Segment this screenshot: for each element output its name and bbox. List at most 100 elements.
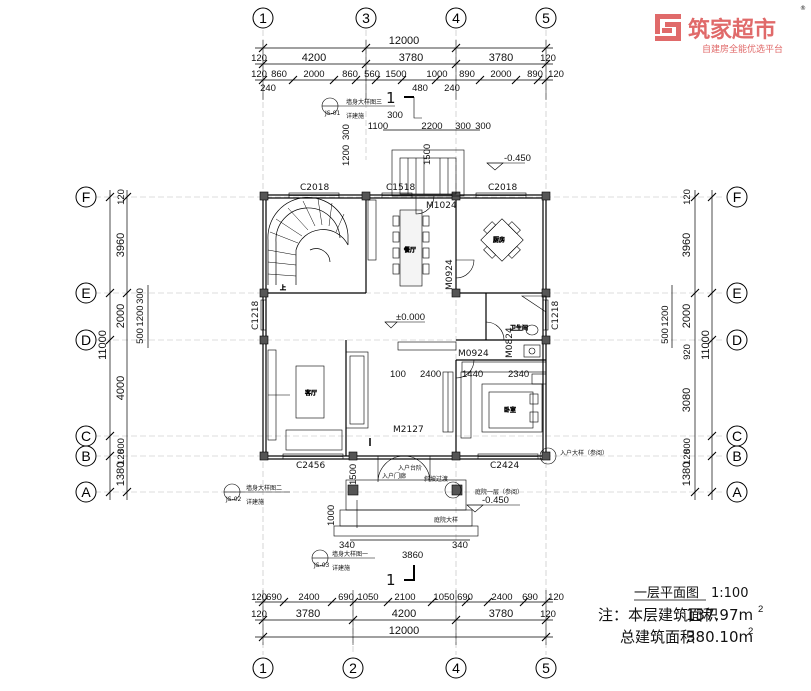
label-window-c2424: C2424 <box>490 461 519 471</box>
label-door-m0924-b: M0924 <box>458 349 489 359</box>
dim-top-l2-7: 890 <box>459 69 475 80</box>
dim-bot-l1-0: 120 <box>251 592 267 603</box>
area-value: 137.97m <box>686 606 753 624</box>
axis-row-left-A: A <box>81 484 91 500</box>
dim-left-part-3: 1380 <box>115 462 127 486</box>
stair-up-label: 上 <box>280 284 286 292</box>
dim-bot-total: 12000 <box>389 625 420 637</box>
section-mark-bottom: 1 <box>386 571 396 589</box>
dim-top-l2-3: 860 <box>342 69 358 80</box>
dim-right-small-1: 1200 <box>660 305 671 326</box>
dim-bot-l1-9: 690 <box>522 592 538 603</box>
elevation-markers <box>384 162 525 513</box>
dim-porch-3: 1500 <box>348 464 359 485</box>
dim-bot-l1-7: 690 <box>457 592 473 603</box>
living-room-furniture: 客厅 <box>267 349 369 451</box>
dim-bot-l1-2: 2400 <box>298 592 319 603</box>
axis-labels: 1 3 4 5 1 2 4 5 F E D C B A F E D C B A <box>81 10 742 676</box>
dim-right-part-4: 1380 <box>681 462 693 486</box>
dim-right-part-2: 920 <box>682 344 693 360</box>
dim-bot-l1-6: 1050 <box>433 592 454 603</box>
dim-north-0: 1200 <box>341 145 352 166</box>
section-marks <box>404 96 415 581</box>
dim-bot-l1-10: 120 <box>548 592 564 603</box>
dim-top-l2-10: 120 <box>548 69 564 80</box>
note-detail-1: 墙身大样图一 <box>332 550 368 558</box>
axis-row-left-B: B <box>81 448 90 464</box>
dim-left-part-2: 4000 <box>115 376 127 400</box>
note-detail-3: 墙身大样图三 <box>346 98 382 106</box>
dim-bot-edge-0: 120 <box>251 609 267 620</box>
label-door-m0924-a: M0924 <box>445 259 455 290</box>
dimension-extension-lines <box>262 40 547 645</box>
label-window-c2456: C2456 <box>296 461 325 471</box>
note-detail-2-ref: 详建施 <box>246 498 264 506</box>
dim-porch-0: 3860 <box>402 550 423 561</box>
dim-right-part-1: 2000 <box>681 304 693 328</box>
dim-left-small-5: 120 <box>116 449 127 465</box>
axis-row-right-D: D <box>732 332 742 348</box>
entry-text-yard-ref: 庭院一层（参阅） <box>475 488 523 496</box>
dim-stair-3: 300 <box>455 121 471 132</box>
note-detail-1-code: JS-03 <box>313 562 330 569</box>
room-tag-bedroom: 卧室 <box>504 406 516 414</box>
plan-scale: 1:100 <box>711 586 748 601</box>
note-detail-3-ref: 详建施 <box>346 112 364 120</box>
dim-bot-l2-b: 4200 <box>392 608 416 620</box>
dim-top-l1-b: 3780 <box>399 52 423 64</box>
note-detail-2-code: JS-02 <box>225 496 242 503</box>
dim-top-l2-8: 2000 <box>490 69 511 80</box>
label-window-c1518: C1518 <box>386 183 415 193</box>
logo: 筑家超市 自建房全能优选平台 ® <box>655 5 806 55</box>
total-area-sup: 2 <box>748 626 753 637</box>
porch <box>333 447 557 537</box>
dim-porch-1: 340 <box>339 540 355 551</box>
dim-left-small-2: 1200 <box>135 305 146 326</box>
note-detail-3-code: JS-01 <box>324 110 341 117</box>
dim-right-small-0: 120 <box>682 189 693 205</box>
detail-callouts <box>223 97 395 567</box>
dim-top-edge-0: 120 <box>251 53 267 64</box>
label-window-c2018-left: C2018 <box>300 183 329 193</box>
axis-col-bottom-5: 5 <box>542 660 550 676</box>
dim-right-part-0: 3960 <box>681 233 693 257</box>
area-sup: 2 <box>758 604 763 615</box>
dim-left-small-3: 500 <box>135 328 146 344</box>
dim-right-part-3: 3080 <box>681 388 693 412</box>
elevation-porch: -0.450 <box>482 495 509 506</box>
logo-mark-icon <box>655 14 681 41</box>
axis-col-bottom-1: 1 <box>259 660 267 676</box>
axis-row-left-E: E <box>81 285 90 301</box>
dim-stair-2: 2200 <box>421 121 442 132</box>
dim-int-1: 2400 <box>420 369 441 380</box>
axis-bubbles <box>75 7 748 679</box>
room-tag-bath: 卫生间 <box>510 324 528 332</box>
axis-row-left-F: F <box>82 189 91 205</box>
label-window-c2018-right: C2018 <box>488 183 517 193</box>
total-area-value: 380.10m <box>686 628 753 646</box>
axis-row-right-E: E <box>732 285 741 301</box>
axis-col-top-3: 3 <box>362 10 370 26</box>
dim-top-l2-4: 560 <box>364 69 380 80</box>
dim-int-0: 100 <box>390 369 406 380</box>
dim-left-part-1: 2000 <box>115 304 127 328</box>
label-window-c1218-right: C1218 <box>551 301 561 330</box>
spiral-staircase: 上 <box>267 197 349 292</box>
dim-stair-1: 300 <box>387 110 403 121</box>
axis-col-top-1: 1 <box>259 10 267 26</box>
dim-top-l2-1: 860 <box>271 69 287 80</box>
area-label: 注：本层建筑面积 <box>598 606 718 624</box>
dim-north-2: 1500 <box>422 144 433 165</box>
label-door-m0824: M0824 <box>505 327 515 358</box>
note-detail-2: 墙身大样图二 <box>246 484 282 492</box>
dim-top-extra-0: 240 <box>260 83 276 94</box>
center-fixtures <box>397 341 472 439</box>
doors <box>369 195 505 483</box>
bedroom-furniture: 卧室 <box>461 361 547 433</box>
right-dimensions: 11000 3960 2000 920 3080 1380 120 1200 5… <box>660 189 712 486</box>
dim-top-l2-6: 1000 <box>426 69 447 80</box>
axis-row-left-D: D <box>81 332 91 348</box>
left-dimensions: 11000 3960 2000 4000 1380 120 300 1200 5… <box>97 189 146 486</box>
entry-text-detail-ref: 入户大样（参阅） <box>560 449 608 457</box>
